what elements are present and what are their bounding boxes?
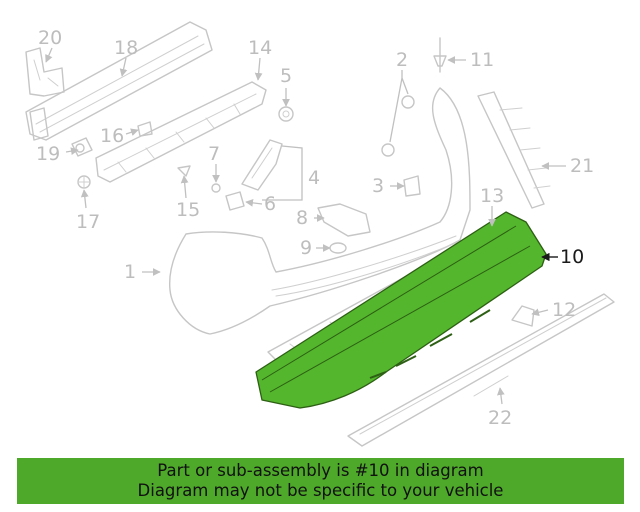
callout-10: 10 bbox=[560, 246, 584, 268]
callout-8: 8 bbox=[296, 207, 308, 229]
part-3-clip bbox=[403, 175, 421, 197]
callout-5: 5 bbox=[280, 65, 292, 87]
leader-14 bbox=[254, 57, 263, 81]
callout-4: 4 bbox=[308, 167, 320, 189]
leader-16 bbox=[125, 128, 139, 136]
part-19-bolt bbox=[71, 137, 93, 157]
part-8-bracket bbox=[317, 203, 371, 237]
part-15-screw bbox=[177, 165, 191, 177]
part-7-clip bbox=[211, 183, 221, 193]
part-14-absorber bbox=[95, 81, 267, 183]
part-5-nut bbox=[278, 106, 294, 122]
callout-11: 11 bbox=[470, 49, 494, 71]
callout-17: 17 bbox=[76, 211, 100, 233]
leader-15 bbox=[180, 175, 189, 199]
part-16-clip bbox=[137, 121, 153, 137]
part-10-edge bbox=[261, 225, 531, 393]
part-22-step-pad bbox=[347, 293, 615, 447]
callout-22: 22 bbox=[488, 407, 512, 429]
part-10-vents bbox=[369, 309, 491, 379]
part-4-bracket bbox=[241, 139, 283, 191]
callout-16: 16 bbox=[100, 125, 124, 147]
callout-12: 12 bbox=[552, 299, 576, 321]
callout-19: 19 bbox=[36, 143, 60, 165]
banner-line-1: Part or sub-assembly is #10 in diagram bbox=[157, 461, 484, 480]
leader-18 bbox=[119, 57, 128, 77]
banner-line-2: Diagram may not be specific to your vehi… bbox=[137, 481, 504, 500]
leader-19 bbox=[65, 147, 79, 156]
leader-20 bbox=[45, 47, 53, 63]
callout-6: 6 bbox=[264, 193, 276, 215]
callout-7: 7 bbox=[208, 143, 220, 165]
part-6-bracket bbox=[225, 191, 245, 211]
part-2-clips bbox=[381, 95, 415, 157]
part-17-fastener bbox=[77, 175, 91, 189]
parts-diagram: 20 18 14 5 2 11 16 19 7 4 3 21 6 15 17 1… bbox=[25, 21, 615, 447]
part-20-bracket bbox=[25, 47, 65, 97]
leader-2 bbox=[389, 70, 409, 143]
part-1-bumper-cover bbox=[169, 87, 471, 335]
part-9-nut bbox=[329, 242, 347, 254]
leader-6 bbox=[245, 199, 263, 207]
callout-9: 9 bbox=[300, 237, 312, 259]
leader-4 bbox=[262, 145, 303, 201]
part-18-impact-bar bbox=[25, 21, 213, 141]
part-11-pin bbox=[433, 37, 447, 73]
callout-20: 20 bbox=[38, 27, 62, 49]
callout-15: 15 bbox=[176, 199, 200, 221]
callout-2: 2 bbox=[396, 49, 408, 71]
callout-14: 14 bbox=[248, 37, 272, 59]
callout-13: 13 bbox=[480, 185, 504, 207]
callout-21: 21 bbox=[570, 155, 594, 177]
leader-22 bbox=[497, 387, 505, 405]
leader-17 bbox=[80, 189, 89, 209]
part-21-reinforcement bbox=[477, 91, 551, 209]
callout-3: 3 bbox=[372, 175, 384, 197]
callout-18: 18 bbox=[114, 37, 138, 59]
leader-12 bbox=[531, 308, 549, 317]
info-banner: Part or sub-assembly is #10 in diagram D… bbox=[17, 458, 624, 504]
callout-1: 1 bbox=[124, 261, 136, 283]
part-12-reflector bbox=[511, 305, 535, 327]
